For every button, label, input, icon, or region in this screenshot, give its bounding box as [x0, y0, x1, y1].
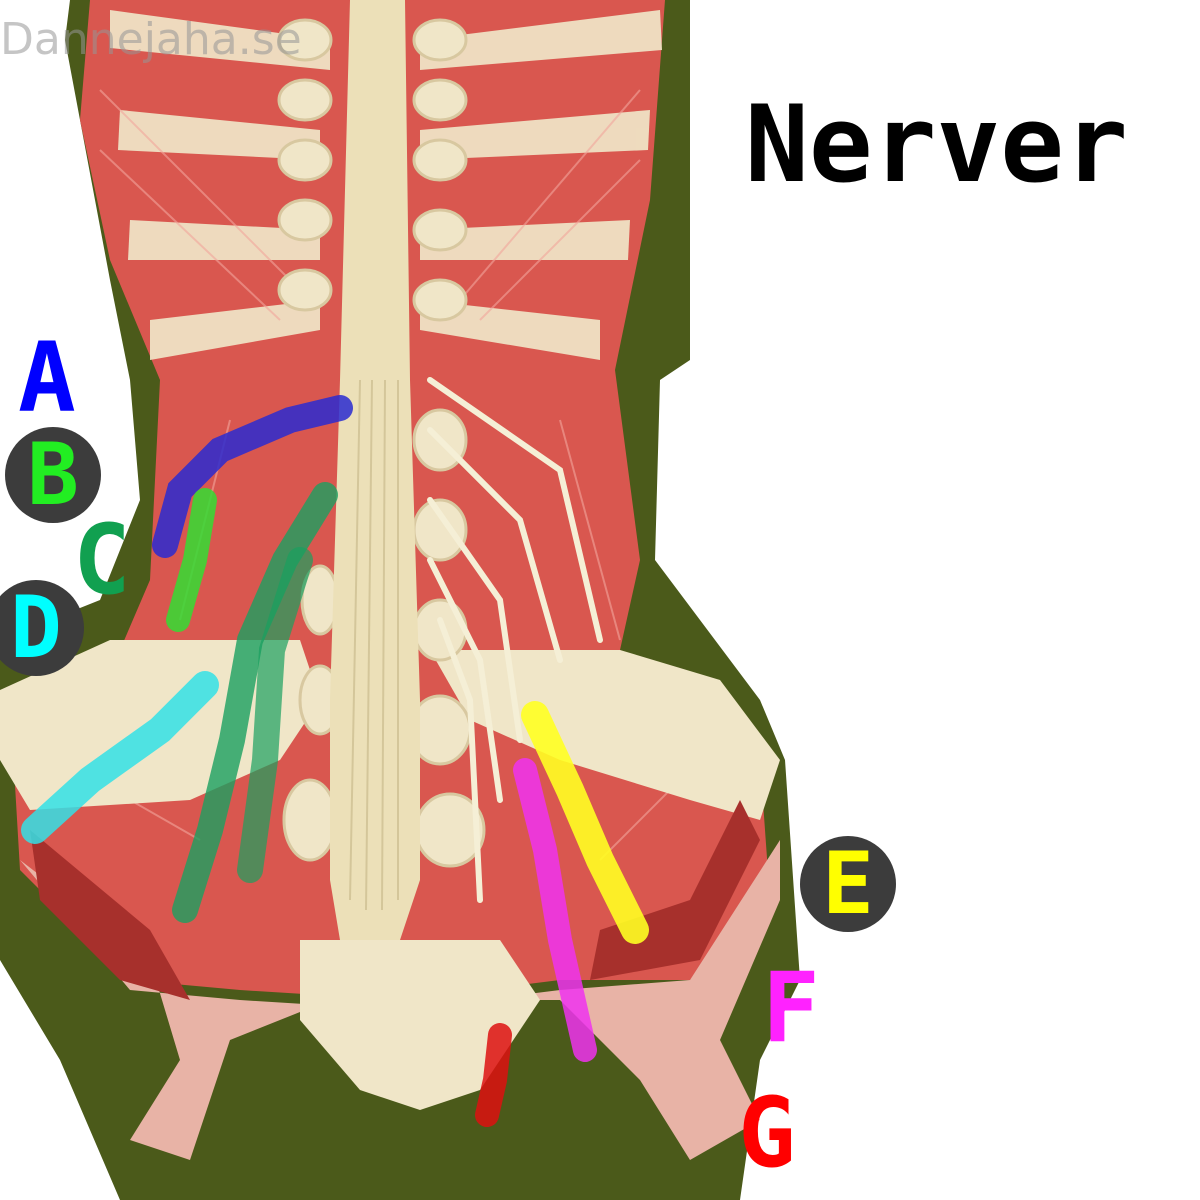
- nerve-highlight-f: [513, 758, 597, 1062]
- nerve-highlight-a: [152, 395, 353, 558]
- label-f: F: [762, 952, 820, 1064]
- cauda-equina-strands: [349, 379, 399, 911]
- label-d: D: [10, 578, 62, 678]
- label-a: A: [18, 322, 76, 434]
- label-b-disc: B: [5, 427, 101, 523]
- lumbar-plexus: [427, 377, 603, 903]
- pelvis-right: [430, 650, 780, 820]
- label-c: C: [73, 504, 131, 616]
- nerve-highlight-b: [166, 488, 217, 632]
- iliacus-dark: [30, 830, 190, 1000]
- nerve-highlight-c2: [237, 547, 313, 883]
- nerve-highlight-c: [172, 482, 338, 923]
- nerve-highlight-g: [475, 1023, 512, 1127]
- page-title: Nerver: [745, 83, 1128, 206]
- watermark-text: Dannejaha.se: [0, 14, 302, 65]
- ribs: [110, 10, 662, 360]
- vertebrae: [277, 18, 486, 868]
- label-b: B: [27, 425, 79, 525]
- sacrum: [300, 940, 540, 1110]
- label-g: G: [738, 1077, 796, 1189]
- label-e: E: [822, 834, 874, 934]
- nerve-highlight-e: [521, 701, 649, 944]
- nerve-highlight-d: [21, 671, 219, 844]
- label-e-disc: E: [800, 836, 896, 932]
- label-d-disc: D: [0, 580, 84, 676]
